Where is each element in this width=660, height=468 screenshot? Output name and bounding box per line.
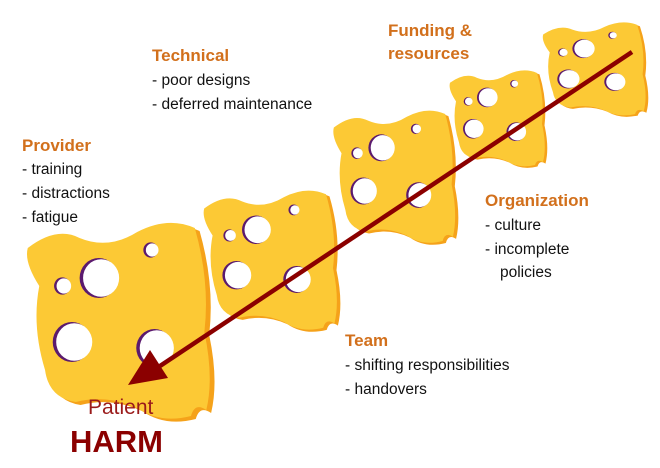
outcome-harm-label: HARM <box>70 424 163 459</box>
technical-item: - poor designs <box>152 72 250 89</box>
technical-heading: Technical <box>152 46 229 65</box>
funding-heading: Funding & <box>388 21 472 40</box>
organization-item: policies <box>500 264 552 281</box>
technical-item: - deferred maintenance <box>152 96 312 113</box>
organization-heading: Organization <box>485 191 589 210</box>
organization-item: - culture <box>485 217 541 234</box>
cheese-slice-provider <box>26 222 215 422</box>
provider-item: - fatigue <box>22 209 78 226</box>
team-heading: Team <box>345 331 388 350</box>
hazard-trajectory-line <box>158 50 634 368</box>
team-item: - shifting responsibilities <box>345 357 510 374</box>
organization-item: - incomplete <box>485 241 569 258</box>
team-item: - handovers <box>345 381 427 398</box>
arrowhead-icon <box>128 350 168 385</box>
provider-item: - distractions <box>22 185 110 202</box>
funding-heading: resources <box>388 44 469 63</box>
outcome-patient-label: Patient <box>88 396 154 419</box>
provider-item: - training <box>22 161 82 178</box>
provider-heading: Provider <box>22 136 91 155</box>
